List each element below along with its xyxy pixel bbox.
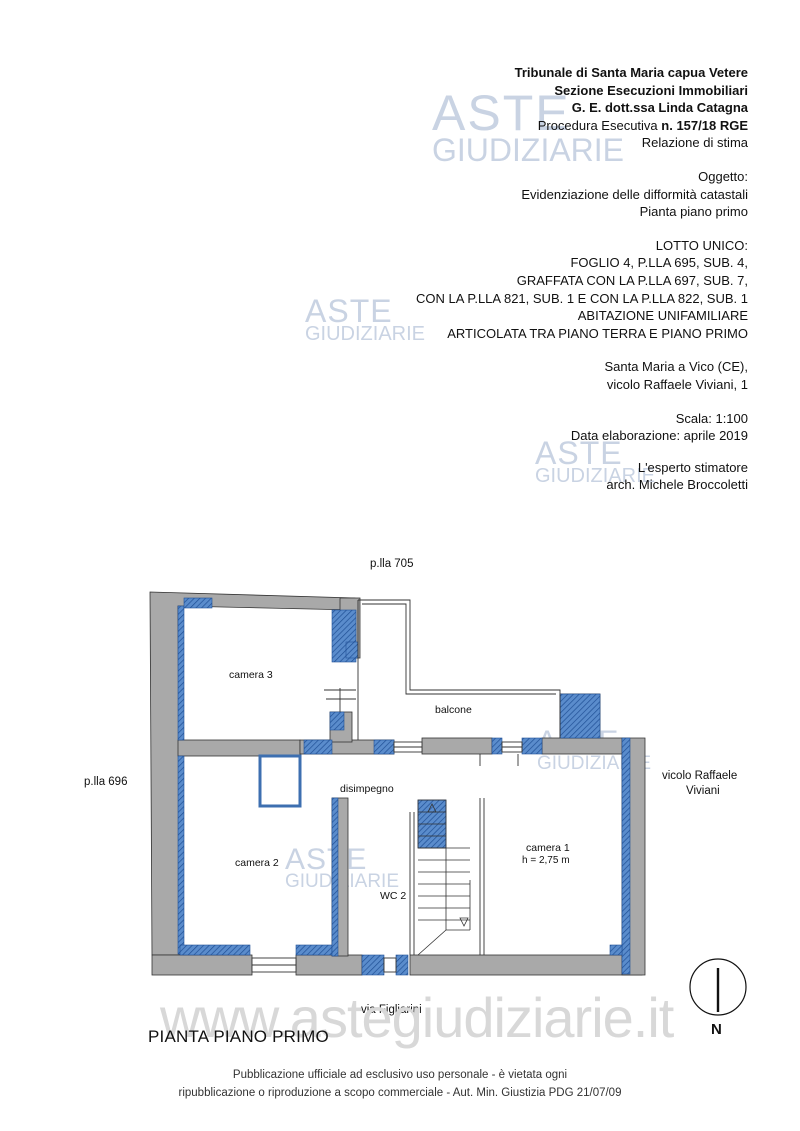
header-block: Tribunale di Santa Maria capua Vetere Se… — [288, 64, 748, 494]
date: Data elaborazione: aprile 2019 — [570, 428, 748, 444]
watermark-giudiziarie-text: GIUDIZIARIE — [535, 465, 656, 487]
watermark-aste-1: ASTE GIUDIZIARIE — [432, 88, 624, 166]
room-label-camera2: camera 2 — [235, 857, 279, 869]
watermark-aste-2: ASTE GIUDIZIARIE — [305, 295, 425, 344]
stairs-down-arrow — [459, 917, 469, 927]
north-neighbor-label: p.lla 705 — [370, 558, 414, 570]
lot-line-5: ARTICOLATA TRA PIANO TERRA E PIANO PRIMO — [447, 325, 748, 341]
balcony-outline — [358, 599, 561, 738]
stairs-up-arrow — [427, 803, 437, 813]
judge-name: G. E. dott.ssa Linda Catagna — [571, 100, 748, 116]
lot-title: LOTTO UNICO: — [655, 237, 748, 253]
address-line-2: vicolo Raffaele Viviani, 1 — [606, 376, 748, 392]
scale: Scala: 1:100 — [675, 410, 748, 426]
section-name: Sezione Esecuzioni Immobiliari — [554, 82, 748, 98]
north-arrow-label: N — [711, 1021, 722, 1038]
room-label-wc2: WC 2 — [380, 890, 407, 902]
east-street-label-1: vicolo Raffaele — [662, 770, 738, 782]
interior-wall-r3-r2 — [177, 739, 301, 757]
watermark-aste-text: ASTE — [305, 293, 393, 329]
procedure-number: n. 157/18 RGE — [661, 117, 748, 133]
procedure-line: Procedura Esecutiva n. 157/18 RGE — [288, 117, 748, 135]
south-wall-mid — [295, 954, 363, 976]
report-type: Relazione di stima — [641, 135, 748, 151]
watermark-aste-text: ASTE — [535, 435, 623, 471]
lot-line-1: FOGLIO 4, P.LLA 695, SUB. 4, — [570, 255, 748, 271]
expert-name: arch. Michele Broccoletti — [606, 477, 748, 493]
east-street-label-2: Viviani — [686, 785, 720, 797]
lot-line-3: CON LA P.LLA 821, SUB. 1 E CON LA P.LLA … — [416, 290, 748, 306]
object-line-1: Evidenziazione delle difformità catastal… — [521, 186, 748, 202]
footer-line-1: Pubblicazione ufficiale ad esclusivo uso… — [232, 1069, 568, 1081]
court-name: Tribunale di Santa Maria capua Vetere — [514, 65, 748, 80]
window-wc — [383, 957, 397, 973]
watermark-aste-3: ASTE GIUDIZIARIE — [535, 437, 655, 486]
footer-line-2: ripubblicazione o riproduzione a scopo c… — [178, 1087, 622, 1099]
south-wall-left — [151, 954, 253, 976]
expert-label: L'esperto stimatore — [637, 459, 748, 475]
north-arrow-symbol — [689, 958, 747, 1016]
walls — [149, 591, 646, 976]
watermark-url: www.astegiudiziarie.it — [160, 986, 674, 1049]
lot-line-2: GRAFFATA CON LA P.LLA 697, SUB. 7, — [516, 272, 748, 288]
room-label-disimpegno: disimpegno — [340, 783, 394, 795]
room-height-camera1: h = 2,75 m — [522, 855, 570, 866]
west-neighbor-label: p.lla 696 — [84, 776, 128, 788]
object-label: Oggetto: — [698, 168, 748, 184]
plan-title: PIANTA PIANO PRIMO — [148, 1027, 329, 1046]
watermark-aste-text: ASTE — [285, 843, 368, 876]
lot-line-4: ABITAZIONE UNIFAMILIARE — [577, 308, 748, 324]
south-street-label: via Figliarini — [361, 1004, 422, 1016]
plan-lines — [251, 599, 561, 973]
room-label-camera3: camera 3 — [229, 669, 273, 681]
corridor-north-wall-3 — [541, 737, 623, 755]
watermark-giudiziarie-text: GIUDIZIARIE — [305, 323, 426, 345]
room-label-camera1: camera 1 — [526, 842, 570, 854]
object-line-2: Pianta piano primo — [639, 204, 748, 220]
address-line-1: Santa Maria a Vico (CE), — [604, 359, 748, 375]
balcony-outline-inner — [362, 603, 556, 695]
hatched-differences — [177, 597, 631, 976]
corridor-north-wall-2 — [421, 737, 493, 755]
watermark-aste-text: ASTE — [432, 85, 571, 141]
south-wall-right — [409, 954, 643, 976]
staircase — [417, 799, 471, 956]
watermark-giudiziarie-text: GIUDIZIARIE — [432, 132, 625, 168]
procedure-prefix: Procedura Esecutiva — [537, 117, 658, 133]
room-label-balcone: balcone — [435, 704, 472, 716]
